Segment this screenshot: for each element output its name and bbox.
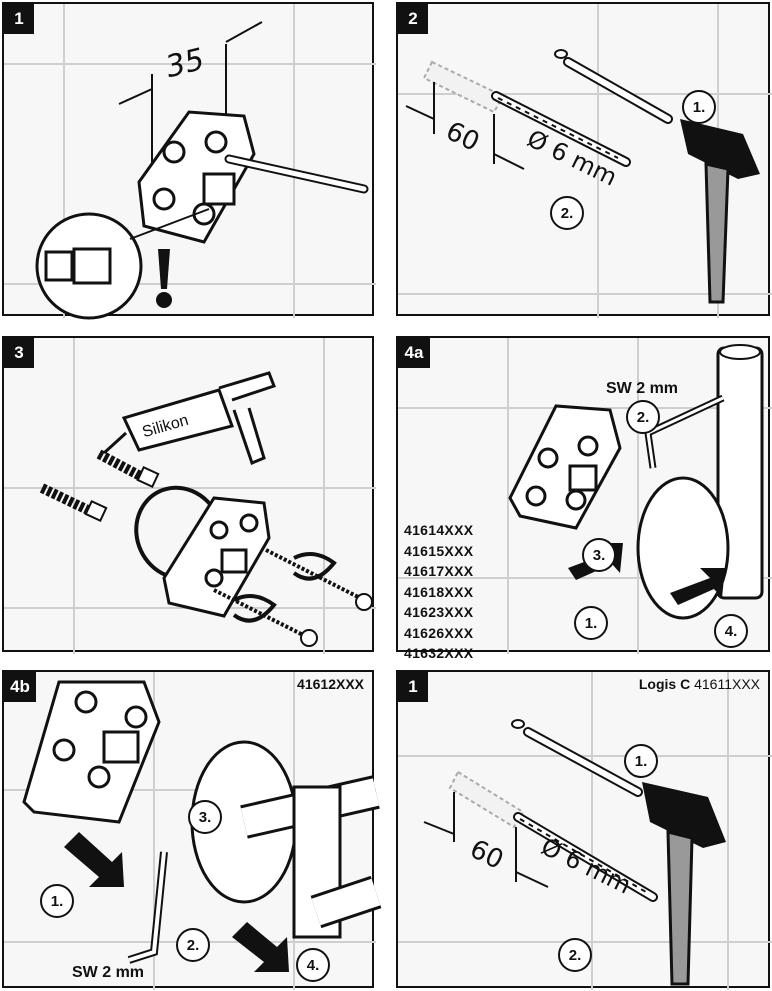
step-circle-2: 2. [558,938,592,972]
step-circle-1: 1. [624,744,658,778]
tool-size-label: SW 2 mm [72,964,145,981]
tile-background [398,4,772,318]
product-code: 41614XXX [404,522,474,538]
step-circle-3: 3. [582,538,616,572]
step-circle-1: 1. [574,606,608,640]
tile-background [4,4,376,320]
step-badge: 1 [398,672,428,702]
step-circle-2: 2. [626,400,660,434]
silicone-gun-icon [102,371,276,466]
step-circle-1: 1. [40,884,74,918]
exclamation-icon [156,249,172,308]
tile-background [4,672,382,990]
product-code: 41623XXX [404,604,474,620]
product-code: 41612XXX [297,676,364,692]
drill-bit-icon [513,812,658,902]
hammer-icon [680,119,760,304]
drill-bit-icon [491,91,631,167]
step-badge: 2 [398,4,428,34]
arrow-icon [670,568,725,605]
step-circle-1: 1. [682,90,716,124]
panel-step-3: 3 Silikon [2,336,376,654]
step-badge: 1 [4,4,34,34]
panel-step-1: 1 35 [2,2,376,320]
dowel-icon [39,449,160,523]
tile-background [398,338,772,654]
step-circle-2: 2. [550,196,584,230]
product-code: 41611XXX [694,676,760,692]
panel-step-4b: 4b 41612XXX SW 2 mm 3. 1. 2. 4. [2,670,382,990]
step-badge: 4b [4,672,36,702]
tile-background [398,672,772,990]
mounting-plate-icon [137,110,256,244]
tool-size-label: SW 2 mm [606,380,679,397]
step-badge: 4a [398,338,430,368]
dowel-icon [422,60,505,114]
hammer-icon [642,782,726,986]
step-circle-3: 3. [188,800,222,834]
arrow-icon [64,832,124,887]
panel-step-2: 2 60 Ø 6 mm 1. 2. [396,2,772,318]
product-code: 41618XXX [404,583,474,600]
product-code: 41626XXX [404,624,474,641]
product-code-list: 41614XXX 41615XXX 41617XXX 41618XXX 4162… [404,520,473,664]
dowel-icon [448,770,525,829]
product-code: 41632XXX [404,645,474,661]
product-code: 41617XXX [404,563,474,579]
step-circle-4: 4. [714,614,748,648]
brand-name: Logis C [638,676,691,692]
step-circle-4: 4. [296,948,330,982]
step-circle-2: 2. [176,928,210,962]
arrow-icon [232,922,289,972]
tile-background [4,338,376,654]
allen-key-icon [127,851,168,964]
product-code: 41615XXX [404,542,474,559]
step-badge: 3 [4,338,34,368]
product-model: Logis C 41611XXX [639,676,760,692]
panel-step-1-logis: 1 Logis C 41611XXX 60 Ø 6 mm 1. 2. [396,670,772,990]
panel-step-4a: 4a SW 2 mm 41614XXX 41615XXX 41617XXX 41… [396,336,772,661]
